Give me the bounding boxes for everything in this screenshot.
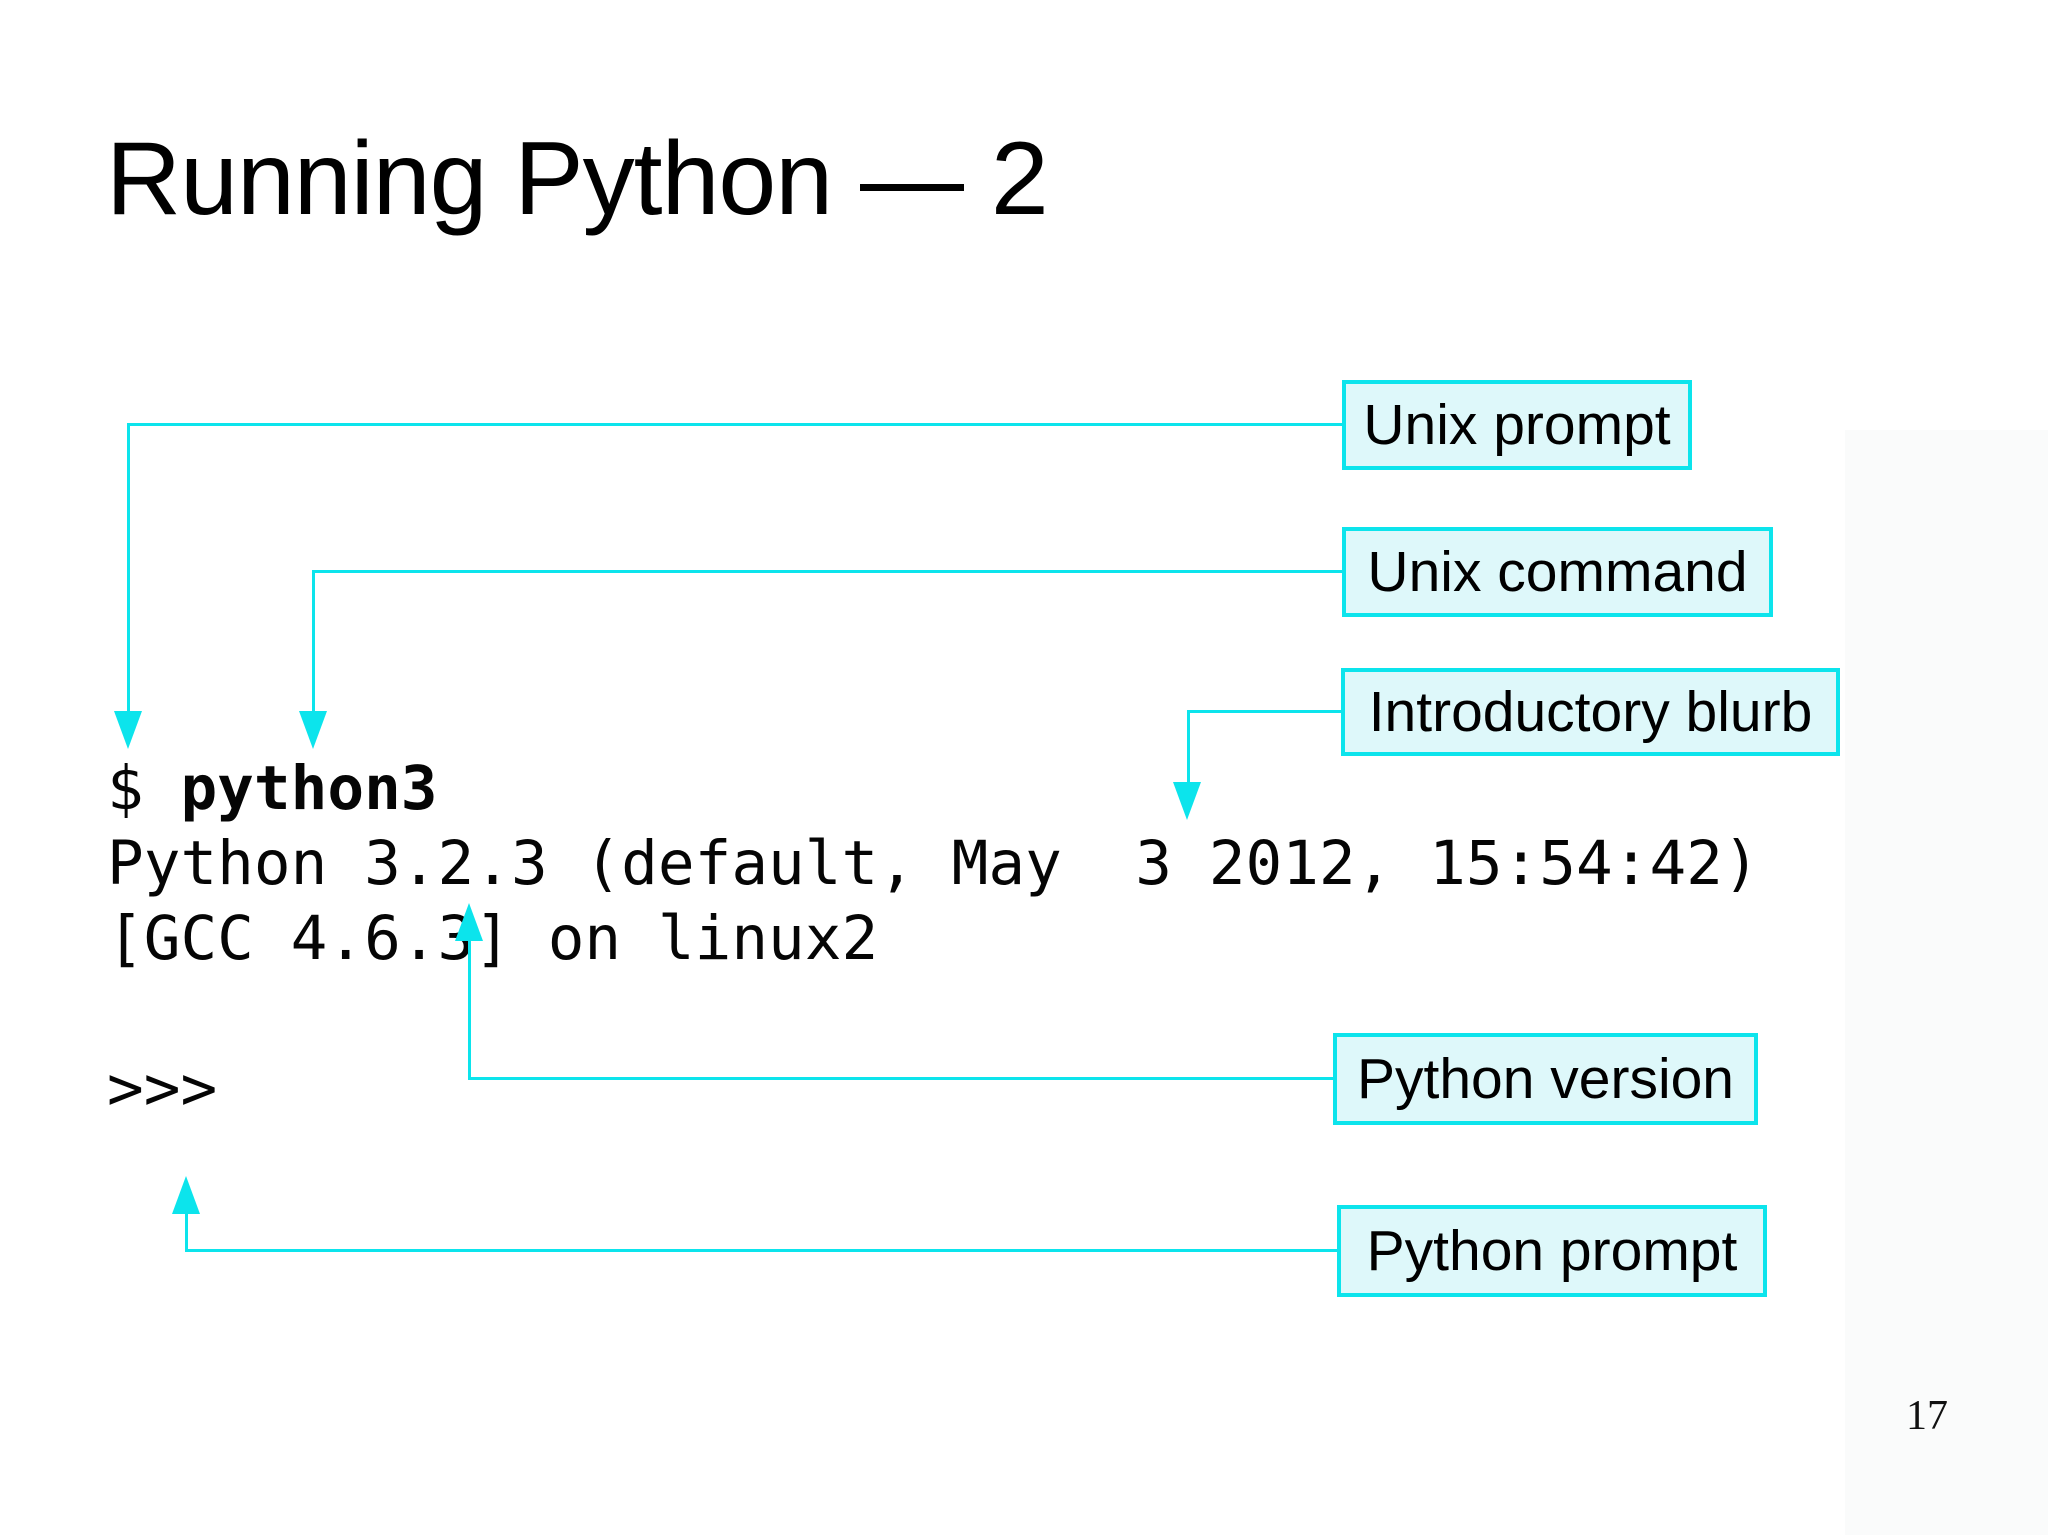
page-title: Running Python — 2: [106, 121, 1049, 237]
callout-python-prompt: Python prompt: [1337, 1205, 1767, 1297]
python-prompt-text: >>>: [107, 1053, 218, 1124]
connector-python-version-hseg: [469, 1077, 1333, 1080]
connector-introductory-blurb-vseg: [1187, 710, 1190, 784]
connector-unix-prompt-hseg: [128, 423, 1342, 426]
right-edge-shading: [1845, 430, 2048, 1535]
arrow-up-icon: [172, 1176, 200, 1214]
terminal-line-command: $ python3: [107, 758, 438, 819]
arrow-down-icon: [1173, 782, 1201, 820]
unix-command-text: python3: [180, 753, 438, 824]
page-number: 17: [1906, 1393, 1948, 1439]
connector-python-prompt-vseg: [185, 1212, 188, 1252]
connector-introductory-blurb-hseg: [1188, 710, 1341, 713]
terminal-line-blurb-1: Python 3.2.3 (default, May 3 2012, 15:54…: [107, 828, 1760, 899]
arrow-up-icon: [455, 903, 483, 941]
connector-python-prompt-hseg: [186, 1249, 1337, 1252]
terminal-line-blurb-2: [GCC 4.6.3] on linux2: [107, 903, 879, 974]
connector-unix-command-hseg: [313, 570, 1342, 573]
connector-unix-command-vseg: [312, 570, 315, 713]
arrow-down-icon: [299, 711, 327, 749]
connector-python-version-vseg: [468, 939, 471, 1080]
callout-unix-prompt: Unix prompt: [1342, 380, 1692, 470]
connector-unix-prompt-vseg: [127, 423, 130, 713]
callout-unix-command: Unix command: [1342, 527, 1773, 617]
callout-python-version: Python version: [1333, 1033, 1758, 1125]
callout-introductory-blurb: Introductory blurb: [1341, 668, 1840, 756]
unix-prompt-symbol: $: [107, 753, 181, 824]
arrow-down-icon: [114, 711, 142, 749]
